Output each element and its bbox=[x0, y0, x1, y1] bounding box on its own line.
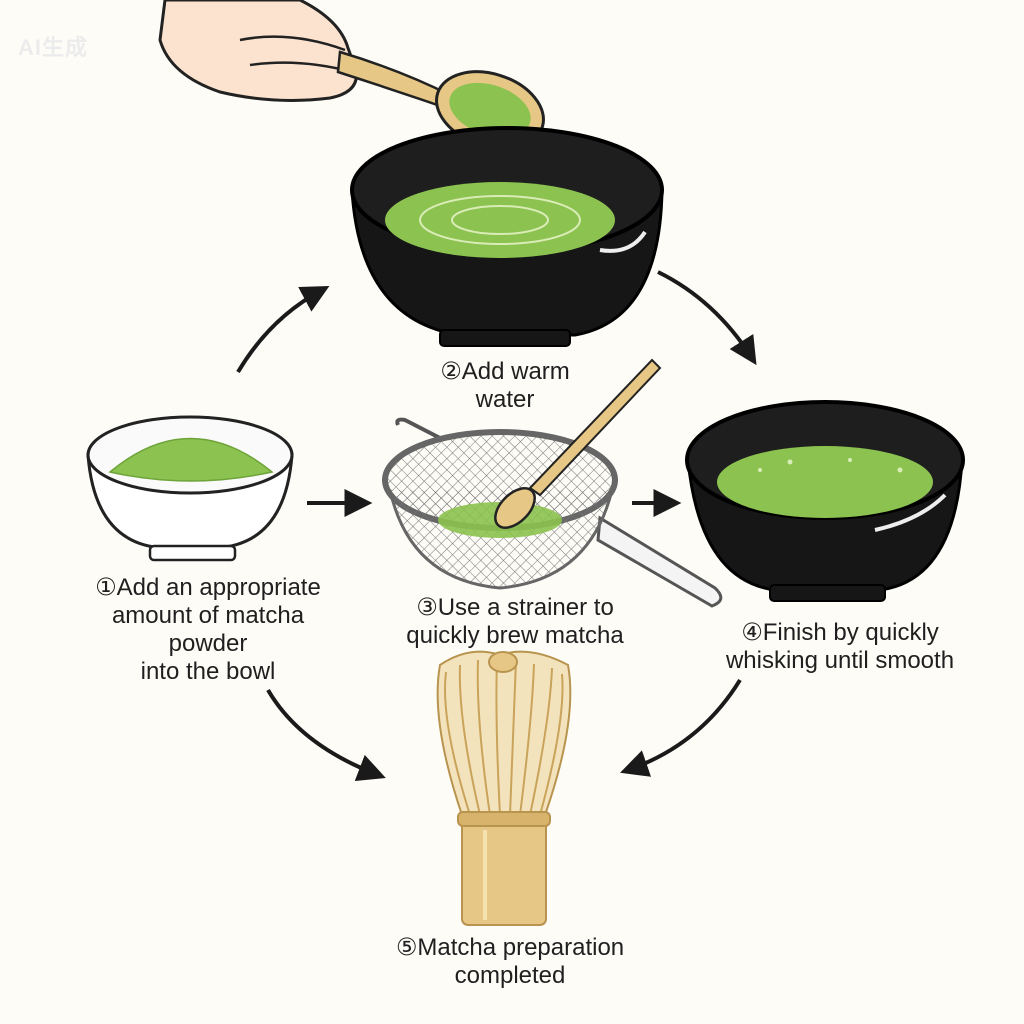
step-3-line-1: ③Use a strainer to bbox=[416, 594, 614, 621]
step-2-label: ②Add warm water bbox=[395, 358, 615, 414]
matcha-powder-bowl-icon bbox=[86, 415, 294, 562]
arrow-step1-to-step2 bbox=[236, 286, 330, 374]
hand-icon bbox=[158, 0, 358, 102]
step-1-label: ①Add an appropriate amount of matcha pow… bbox=[58, 574, 358, 686]
step-4-line-1: ④Finish by quickly bbox=[741, 619, 939, 646]
step-3-line-2: quickly brew matcha bbox=[406, 622, 624, 649]
step-4-line-2: whisking until smooth bbox=[725, 647, 955, 674]
step-1-line-4: into the bowl bbox=[140, 658, 276, 685]
black-bowl-icon bbox=[350, 126, 664, 347]
bamboo-spoon-icon bbox=[494, 358, 662, 529]
step-1-line-2: amount of matcha bbox=[111, 602, 305, 629]
finished-matcha-bowl-icon bbox=[685, 400, 965, 602]
step-2-line-1: ②Add warm bbox=[440, 358, 570, 385]
chasen-whisk-icon bbox=[436, 650, 572, 926]
step-5-label: ⑤Matcha preparation completed bbox=[360, 934, 660, 990]
step-5-line-1: ⑤Matcha preparation bbox=[395, 934, 625, 961]
arrow-step4-to-step5 bbox=[620, 678, 742, 777]
step-4-label: ④Finish by quickly whisking until smooth bbox=[690, 619, 990, 675]
strainer-icon bbox=[382, 417, 723, 608]
step-3-label: ③Use a strainer to quickly brew matcha bbox=[370, 594, 660, 650]
step-1-line-1: ①Add an appropriate bbox=[95, 574, 321, 601]
arrow-icon bbox=[236, 270, 757, 782]
arrow-step2-to-step4 bbox=[657, 270, 757, 366]
step-5-line-2: completed bbox=[454, 962, 566, 989]
arrow-step1-to-step5 bbox=[266, 688, 386, 782]
step-1-line-3: powder bbox=[168, 630, 248, 657]
watermark: AI生成 bbox=[18, 35, 89, 60]
step-2-line-2: water bbox=[475, 386, 535, 413]
